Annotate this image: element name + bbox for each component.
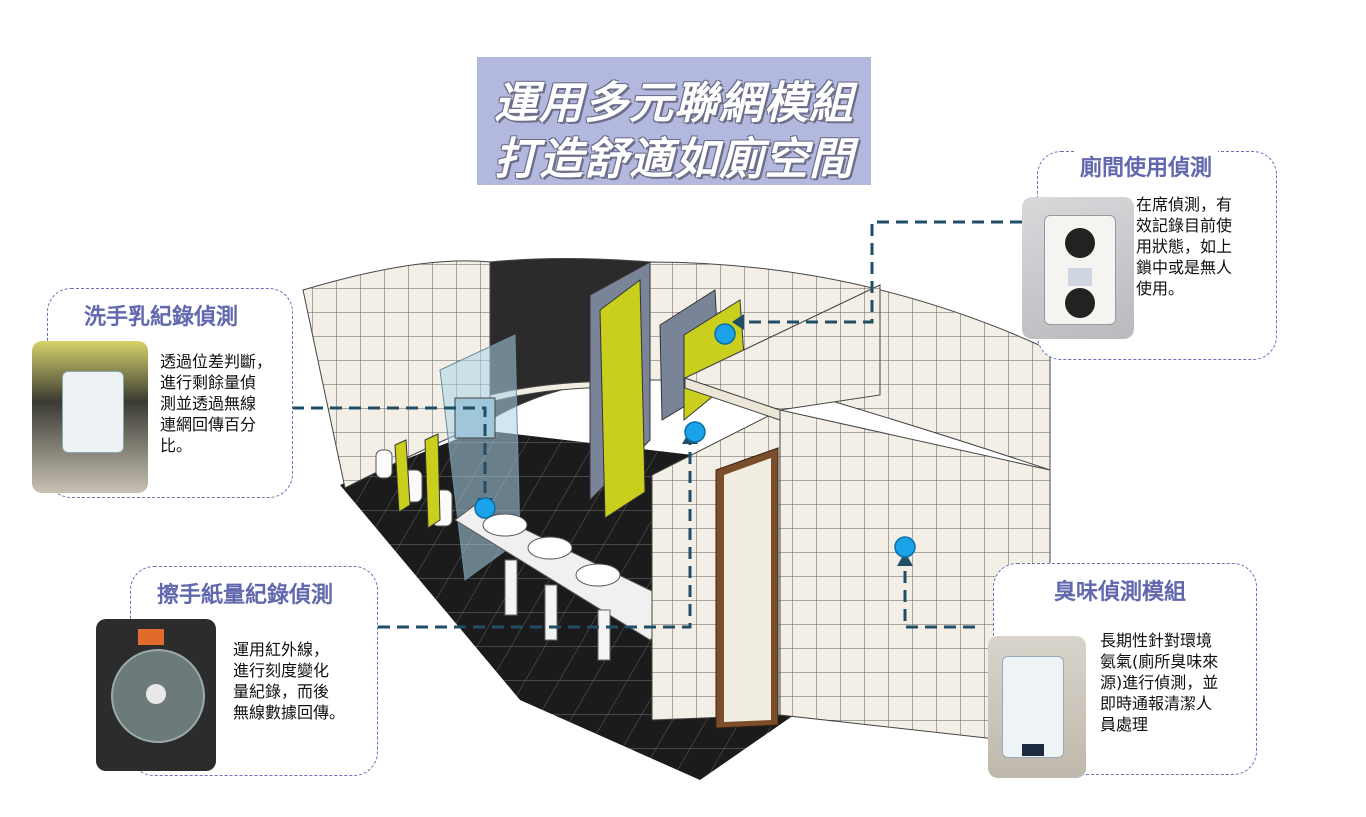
callout-toilet-title: 廁間使用偵測 [1074, 150, 1219, 182]
text-line: 連網回傳百分 [160, 415, 257, 434]
text-line: 在席偵測，有 [1136, 195, 1233, 214]
callout-soap-body: 透過位差判斷， 進行剩餘量偵 測並透過無線 連網回傳百分 比。 [160, 351, 272, 456]
connector-odor [903, 560, 975, 629]
cubicle-wall-inner [683, 284, 881, 411]
urinal-divider-2 [424, 433, 441, 529]
callout-odor-title: 臭味偵測模組 [1048, 574, 1193, 606]
paper-towel-photo [96, 619, 216, 771]
text-line: 測並透過無線 [160, 394, 257, 413]
text-line: 用狀態，如上 [1136, 237, 1233, 256]
sink-basin-3 [575, 563, 621, 587]
callout-odor: 臭味偵測模組 長期性針對環境 氨氣(廁所臭味來 源)進行偵測，並 即時通報清潔人… [988, 563, 1257, 778]
text-line: 透過位差判斷， [160, 352, 273, 371]
text-line: 進行刻度變化 [233, 661, 330, 680]
connectors [292, 220, 1022, 629]
sensor-dot [714, 323, 736, 345]
title-line-1: 運用多元聯網模組 [494, 78, 854, 129]
text-line: 長期性針對環境 [1100, 631, 1213, 650]
callout-paper-title: 擦手紙量紀錄偵測 [151, 577, 340, 609]
connector-soap [292, 406, 487, 500]
odor-sensor-photo [988, 636, 1086, 778]
callout-odor-body: 長期性針對環境 氨氣(廁所臭味來 源)進行偵測，並 即時通報清潔人 員處理 [1100, 630, 1218, 735]
sensor-dot [684, 421, 706, 443]
toilet-sensor-photo [1022, 197, 1134, 339]
title-banner: 運用多元聯網模組 打造舒適如廁空間 [477, 57, 871, 185]
text-line: 鎖中或是無人 [1136, 258, 1233, 277]
arrow-icon [897, 552, 913, 566]
text-line: 氨氣(廁所臭味來 [1100, 652, 1219, 671]
mirror [454, 397, 496, 439]
text-line: 即時通報清潔人 [1100, 694, 1213, 713]
sink-basin-2 [527, 536, 573, 560]
text-line: 無線數據回傳。 [233, 703, 346, 722]
arrow-icon [732, 314, 744, 330]
text-line: 源)進行偵測，並 [1100, 673, 1219, 692]
connector-paper [378, 440, 692, 629]
callout-toilet-body: 在席偵測，有 效記錄目前使 用狀態，如上 鎖中或是無人 使用。 [1136, 194, 1232, 299]
sink-basin-1 [482, 513, 528, 537]
stall-door-yellow-1 [599, 279, 646, 519]
doorway-inner [724, 458, 771, 722]
callout-soap-level: 洗手乳紀錄偵測 透過位差判斷， 進行剩餘量偵 測並透過無線 連網回傳百分 比。 [32, 288, 293, 498]
callout-soap-title: 洗手乳紀錄偵測 [78, 299, 245, 331]
title-line-2: 打造舒適如廁空間 [494, 134, 854, 185]
sensor-dot [894, 536, 916, 558]
text-line: 量紀錄，而後 [233, 682, 330, 701]
text-line: 進行剩餘量偵 [160, 373, 257, 392]
callout-paper-body: 運用紅外線， 進行刻度變化 量紀錄，而後 無線數據回傳。 [233, 639, 345, 723]
connector-toilet [740, 220, 1022, 324]
text-line: 員處理 [1100, 715, 1149, 734]
urinal-divider-1 [394, 439, 411, 513]
text-line: 效記錄目前使 [1136, 216, 1233, 235]
sensor-dot [474, 497, 496, 519]
callout-paper-towel: 擦手紙量紀錄偵測 運用紅外線， 進行刻度變化 量紀錄，而後 無線數據回傳。 [96, 566, 378, 776]
sink-legs [504, 559, 611, 661]
text-line: 運用紅外線， [233, 640, 330, 659]
callout-toilet-usage: 廁間使用偵測 在席偵測，有 效記錄目前使 用狀態，如上 鎖中或是無人 使用。 [1022, 150, 1277, 360]
text-line: 使用。 [1136, 279, 1185, 298]
text-line: 比。 [160, 436, 193, 455]
soap-dispenser-photo [32, 341, 148, 493]
